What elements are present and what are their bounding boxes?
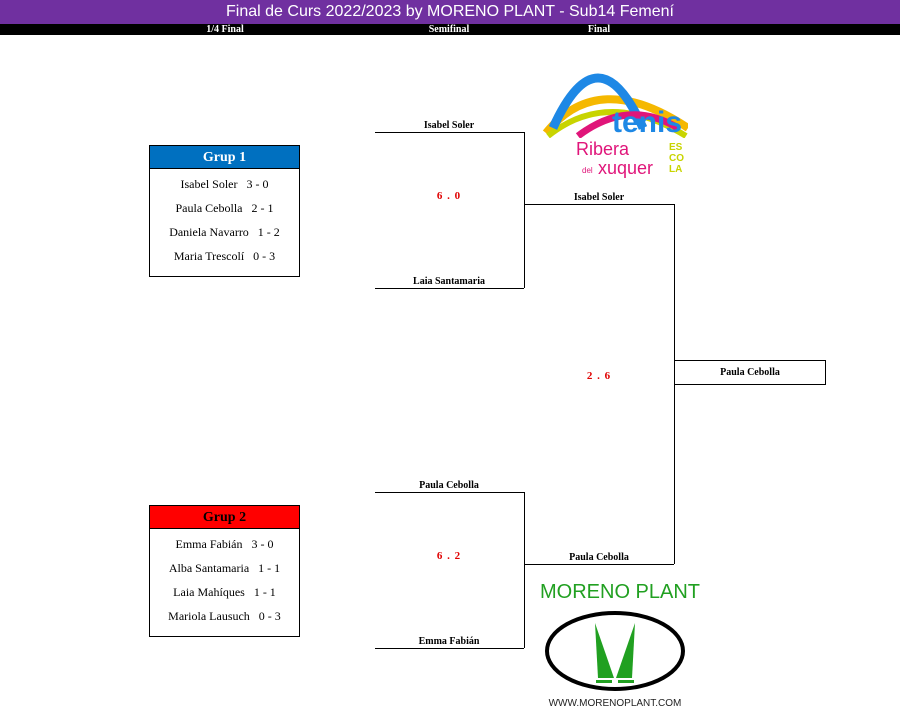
bracket-line (524, 492, 525, 648)
logo-tenis-text: tenis (612, 106, 683, 139)
final-score: 2 . 6 (586, 370, 612, 382)
round-semifinal: Semifinal (428, 24, 470, 35)
group-2-table: Grup 2 Emma Fabián 3 - 0 Alba Santamaria… (149, 505, 300, 637)
moreno-plant-logo: MORENO PLANT WWW.MORENOPLANT.COM (540, 580, 701, 715)
group-row: Mariola Lausuch 0 - 3 (168, 609, 281, 623)
bracket-line (375, 132, 524, 133)
group-row: Alba Santamaria 1 - 1 (168, 561, 281, 575)
group-row: Daniela Navarro 1 - 2 (169, 225, 280, 239)
finalist-1: Isabel Soler (573, 192, 625, 203)
logo-arcs-icon (542, 73, 691, 139)
semi-2-score: 6 . 2 (436, 550, 462, 562)
group-row: Emma Fabián 3 - 0 (175, 537, 274, 551)
round-final: Final (587, 24, 611, 35)
logo-del-text: del (582, 166, 593, 175)
rounds-header: 1/4 Final Semifinal Final (0, 24, 900, 35)
moreno-plant-url: WWW.MORENOPLANT.COM (548, 698, 682, 709)
group-row: Maria Trescolí 0 - 3 (173, 249, 276, 263)
bracket-line (524, 564, 674, 565)
group-1-header: Grup 1 (150, 146, 299, 169)
group-1-table: Grup 1 Isabel Soler 3 - 0 Paula Cebolla … (149, 145, 300, 277)
semi-2-top-player: Paula Cebolla (419, 480, 479, 491)
tenis-ribera-logo: tenis Ribera del xuquer ES CO LA (538, 58, 691, 188)
page-title: Final de Curs 2022/2023 by MORENO PLANT … (0, 0, 900, 24)
group-row: Isabel Soler 3 - 0 (180, 177, 269, 191)
moreno-plant-name: MORENO PLANT (540, 581, 701, 603)
semi-1-score: 6 . 0 (436, 190, 462, 202)
semi-1-bottom-player: Laia Santamaria (413, 276, 485, 287)
finalist-2: Paula Cebolla (569, 552, 629, 563)
champion-box: Paula Cebolla (674, 360, 826, 385)
bracket-line (524, 204, 674, 205)
round-quarterfinal: 1/4 Final (206, 24, 244, 35)
bracket-line (375, 492, 524, 493)
logo-escola-text: ES CO LA (669, 142, 684, 175)
bracket-line (524, 132, 525, 288)
logo-xuquer-text: xuquer (598, 158, 654, 178)
semi-1-top-player: Isabel Soler (423, 120, 475, 131)
bracket-line (375, 288, 524, 289)
semi-2-bottom-player: Emma Fabián (418, 636, 480, 647)
logo-ribera-text: Ribera (576, 139, 630, 159)
group-2-header: Grup 2 (150, 506, 299, 529)
bracket-line (375, 648, 524, 649)
group-row: Laia Mahíques 1 - 1 (173, 585, 276, 599)
group-row: Paula Cebolla 2 - 1 (175, 201, 274, 215)
plant-emblem-icon (545, 611, 685, 691)
